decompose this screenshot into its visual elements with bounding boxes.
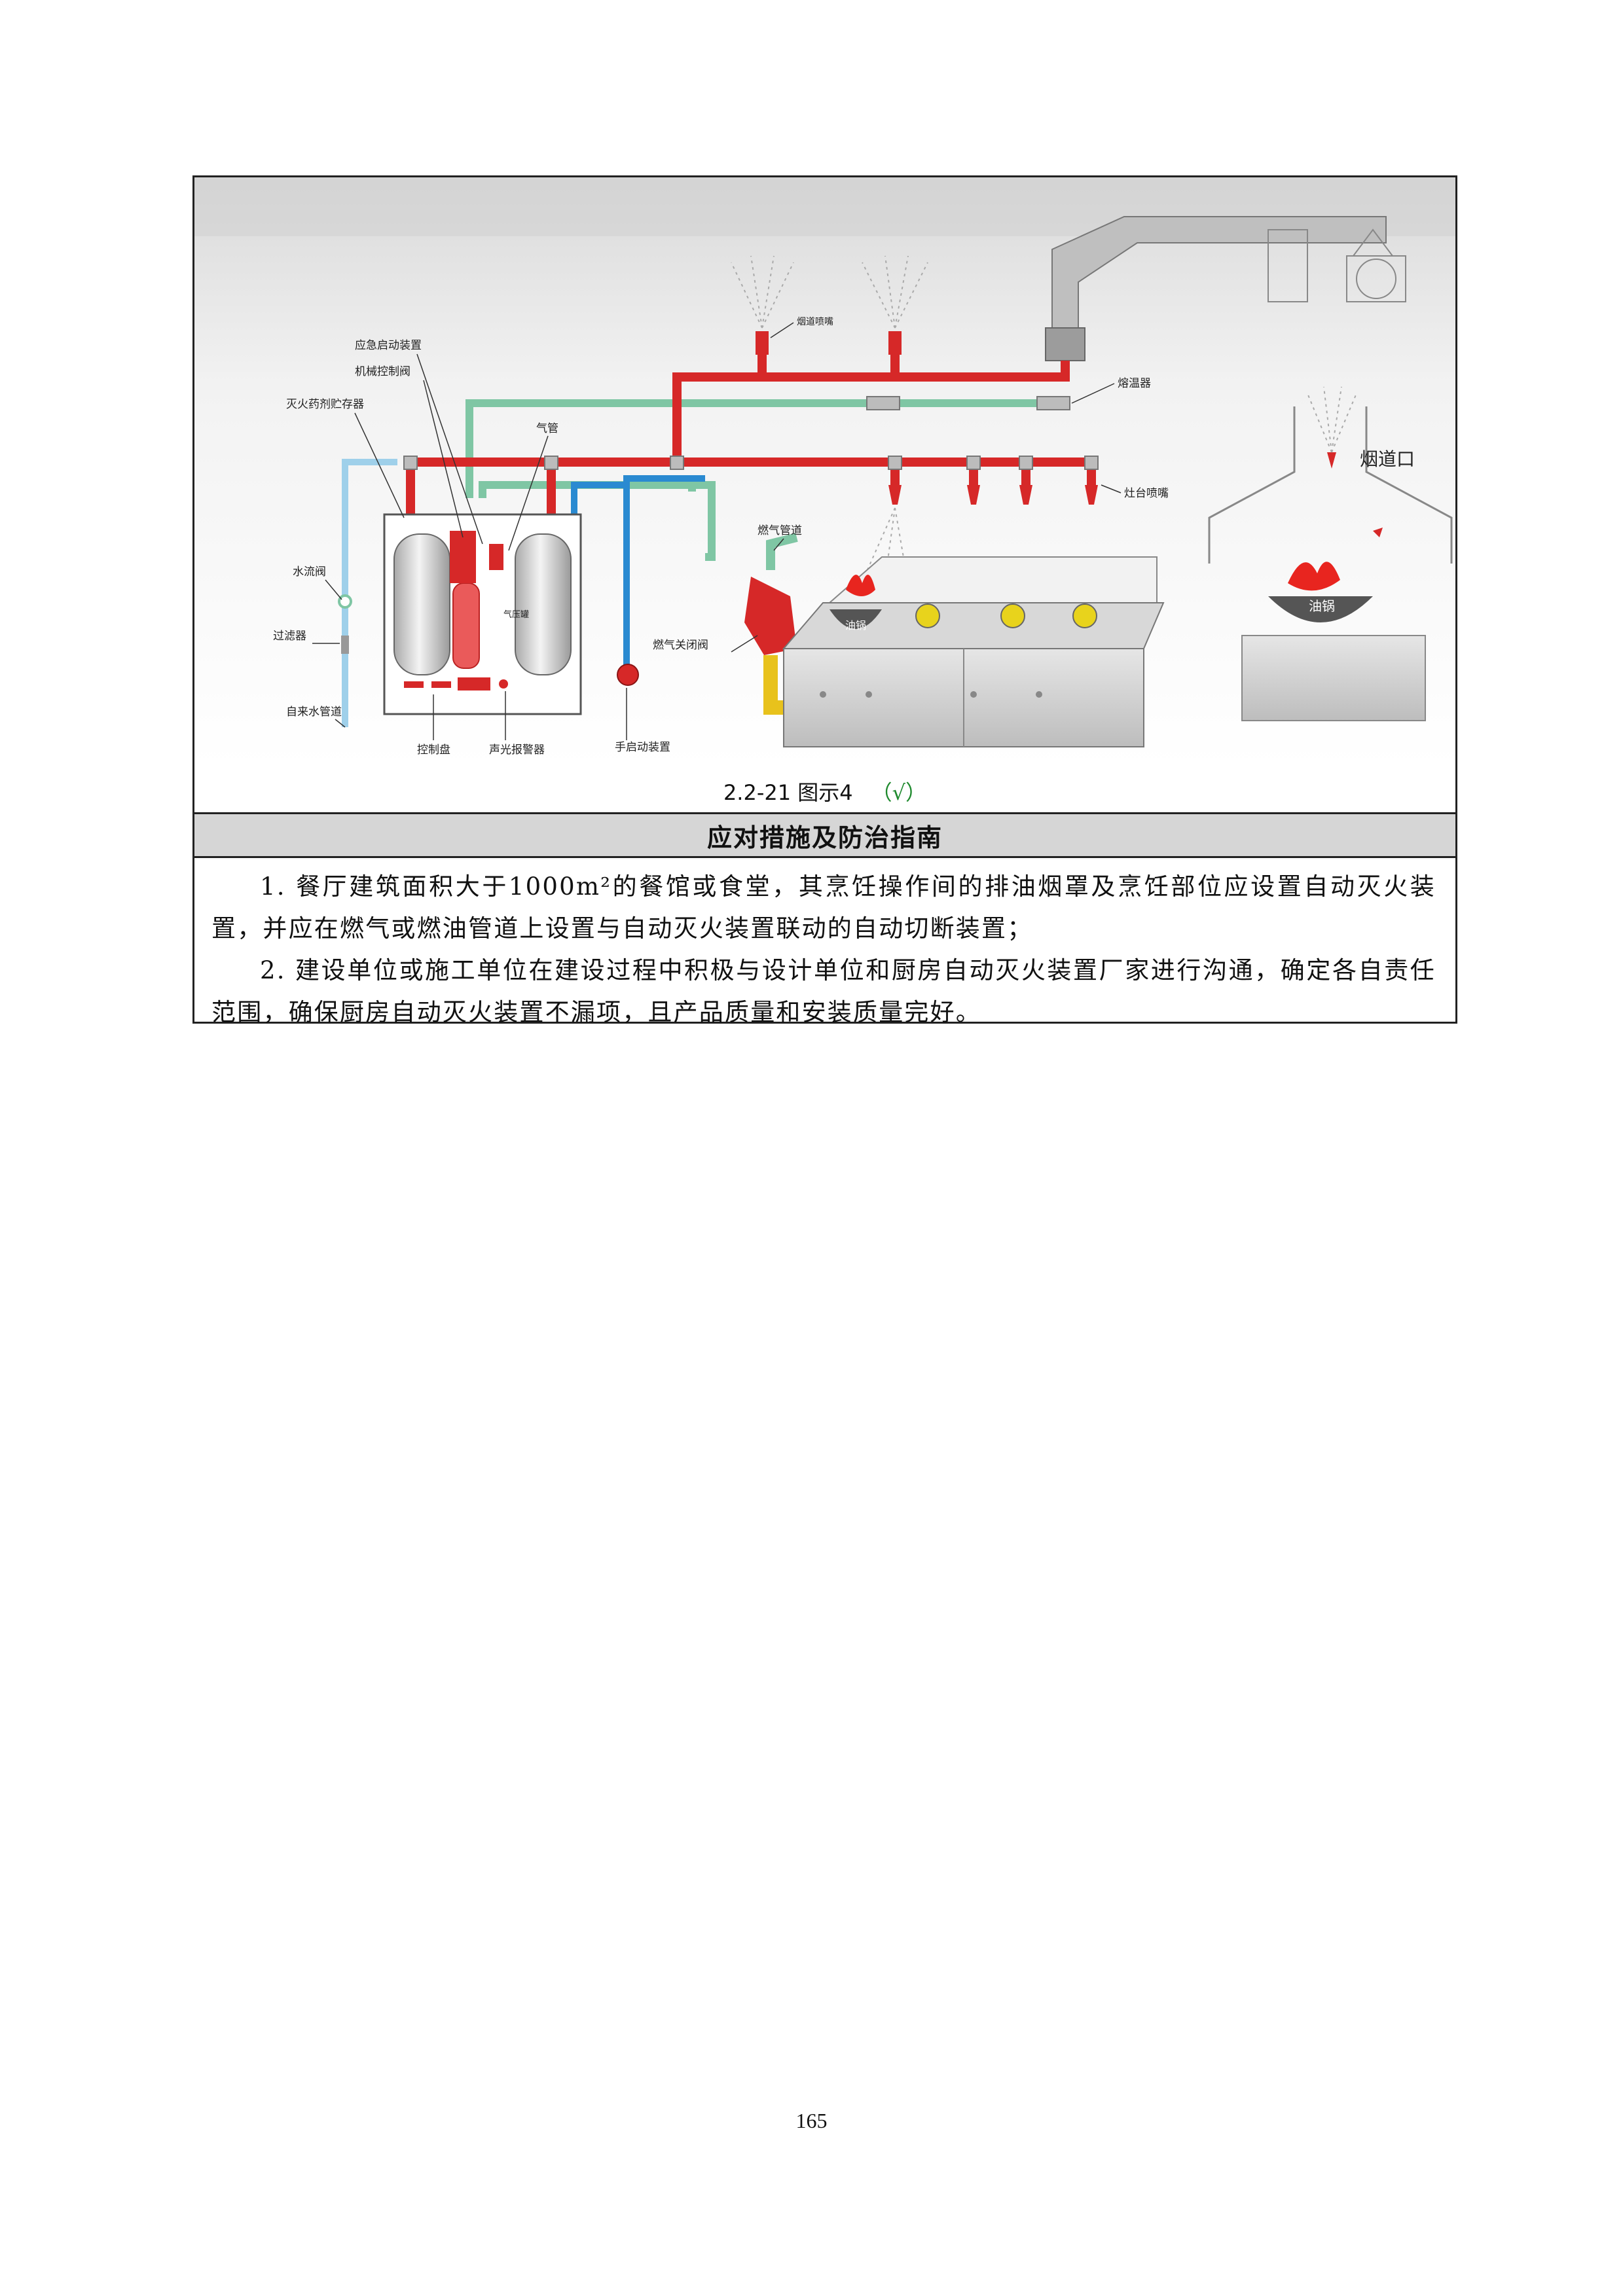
filter-icon — [341, 636, 349, 654]
manual-start-icon — [617, 664, 639, 686]
content-frame: 油锅 应急启动装置 — [192, 175, 1457, 1026]
label-stove-nozzle: 灶台喷嘴 — [1124, 487, 1169, 500]
section-header: 应对措施及防治指南 — [194, 812, 1455, 858]
fuel-gas-pipe — [763, 655, 784, 715]
stove: 油锅 — [782, 556, 1165, 747]
page-number: 165 — [795, 2109, 828, 2132]
label-fusible-link: 熔温器 — [1118, 377, 1151, 390]
guidance-item: 1. 餐厅建筑面积大于1000m²的餐馆或食堂，其烹饪操作间的排油烟罩及烹饪部位… — [211, 872, 1436, 942]
label-alarm: 声光报警器 — [489, 744, 545, 757]
hood-nozzles — [756, 331, 1098, 505]
system-diagram: 油锅 应急启动装置 — [194, 177, 1455, 766]
fuel-gas-green — [766, 533, 798, 570]
figure-caption: 2.2-21 图示4 （√） — [194, 770, 1455, 812]
label-agent-container: 灭火药剂贮存器 — [286, 398, 364, 411]
check-mark: （√） — [871, 780, 927, 805]
water-flow-valve-icon — [338, 594, 352, 609]
kitchen-fire-system-figure: 油锅 应急启动装置 — [194, 177, 1455, 766]
caption-text: 2.2-21 图示4 — [723, 780, 853, 805]
svg-text:油锅: 油锅 — [845, 619, 866, 632]
leader-lines — [312, 322, 1122, 740]
guidance-item: 2. 建设单位或施工单位在建设过程中积极与设计单位和厨房自动灭火装置厂家进行沟通… — [211, 956, 1436, 1026]
label-gas-pipe: 气管 — [536, 422, 558, 435]
label-filter: 过滤器 — [273, 630, 306, 643]
label-fuel-gas-shutoff: 燃气关闭阀 — [653, 639, 708, 652]
label-hood-nozzle: 烟道喷嘴 — [797, 317, 833, 327]
figure-labels: 应急启动装置 机械控制阀 灭火药剂贮存器 气管 水流阀 过滤器 自来水管道 气压… — [273, 317, 1415, 757]
label-control-panel: 控制盘 — [417, 744, 450, 757]
flue-detail — [1208, 386, 1453, 721]
label-mech-control-valve: 机械控制阀 — [355, 365, 410, 378]
label-fuel-gas-pipe: 燃气管道 — [757, 524, 802, 537]
exhaust-duct — [1045, 216, 1406, 361]
label-flue-opening: 烟道口 — [1360, 448, 1415, 470]
label-oil-pan: 油锅 — [1309, 598, 1335, 614]
label-tap-water-pipe: 自来水管道 — [286, 706, 342, 719]
guidance-text: 1. 餐厅建筑面积大于1000m²的餐馆或食堂，其烹饪操作间的排油烟罩及烹饪部位… — [211, 866, 1436, 1033]
agent-cabinet — [383, 513, 582, 715]
label-emergency-start: 应急启动装置 — [355, 339, 422, 352]
red-agent-pipe — [406, 344, 1096, 518]
label-manual-start: 手启动装置 — [615, 741, 670, 754]
blue-water-pipe — [571, 475, 705, 668]
section-title: 应对措施及防治指南 — [706, 823, 943, 852]
label-gas-cylinder: 气压罐 — [503, 609, 529, 620]
green-gas-pipe-lower — [479, 481, 716, 561]
label-water-flow-valve: 水流阀 — [293, 565, 326, 579]
red-pipe-joints — [403, 396, 1099, 470]
